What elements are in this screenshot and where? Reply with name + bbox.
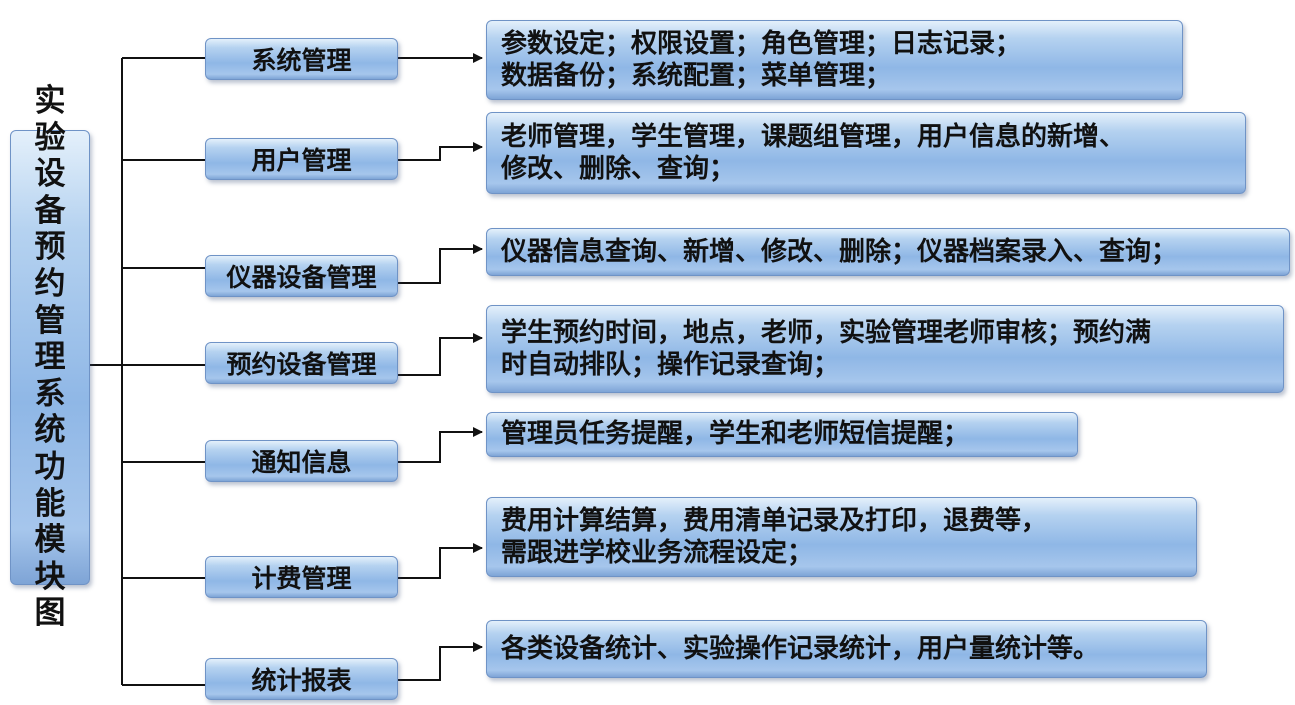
arrow-connector	[398, 244, 483, 284]
module-description-instrument: 仪器信息查询、新增、修改、删除；仪器档案录入、查询；	[486, 228, 1290, 276]
description-text: 仪器信息查询、新增、修改、删除；仪器档案录入、查询；	[501, 236, 1178, 267]
arrow-connector	[398, 333, 483, 376]
arrow-connector	[398, 543, 483, 579]
module-description-system: 参数设定；权限设置；角色管理；日志记录； 数据备份；系统配置；菜单管理；	[486, 20, 1183, 100]
module-description-billing: 费用计算结算，费用清单记录及打印，退费等， 需跟进学校业务流程设定；	[486, 497, 1197, 577]
description-text: 学生预约时间，地点，老师，实验管理老师审核；预约满 时自动排队；操作记录查询；	[501, 317, 1152, 380]
module-node-user: 用户管理	[205, 138, 398, 180]
module-label: 用户管理	[251, 146, 352, 175]
module-label: 统计报表	[251, 666, 352, 695]
module-label: 系统管理	[251, 46, 352, 75]
arrow-connector	[398, 142, 483, 161]
module-node-system: 系统管理	[205, 38, 398, 80]
module-node-reports: 统计报表	[205, 658, 398, 700]
module-node-notification: 通知信息	[205, 440, 398, 482]
module-description-reservation: 学生预约时间，地点，老师，实验管理老师审核；预约满 时自动排队；操作记录查询；	[486, 305, 1284, 393]
module-description-user: 老师管理，学生管理，课题组管理，用户信息的新增、 修改、删除、查询；	[486, 112, 1246, 194]
description-text: 管理员任务提醒，学生和老师短信提醒；	[501, 419, 970, 450]
module-node-instrument: 仪器设备管理	[205, 255, 398, 297]
module-label: 仪器设备管理	[226, 263, 377, 292]
description-text: 费用计算结算，费用清单记录及打印，退费等， 需跟进学校业务流程设定；	[501, 505, 1048, 568]
module-label: 计费管理	[251, 564, 352, 593]
root-label: 实验设备预约管理系统功能模块图	[34, 83, 66, 632]
module-label: 通知信息	[251, 448, 352, 477]
description-text: 参数设定；权限设置；角色管理；日志记录； 数据备份；系统配置；菜单管理；	[501, 28, 1022, 91]
module-node-reservation: 预约设备管理	[205, 342, 398, 384]
module-label: 预约设备管理	[226, 350, 377, 379]
description-text: 老师管理，学生管理，课题组管理，用户信息的新增、 修改、删除、查询；	[501, 121, 1126, 184]
module-node-billing: 计费管理	[205, 556, 398, 598]
module-description-reports: 各类设备统计、实验操作记录统计，用户量统计等。	[486, 620, 1207, 678]
module-description-notification: 管理员任务提醒，学生和老师短信提醒；	[486, 412, 1078, 457]
description-text: 各类设备统计、实验操作记录统计，用户量统计等。	[501, 633, 1100, 664]
root-node: 实验设备预约管理系统功能模块图	[10, 83, 90, 631]
arrow-connector	[398, 427, 483, 463]
arrow-connector	[398, 642, 483, 681]
